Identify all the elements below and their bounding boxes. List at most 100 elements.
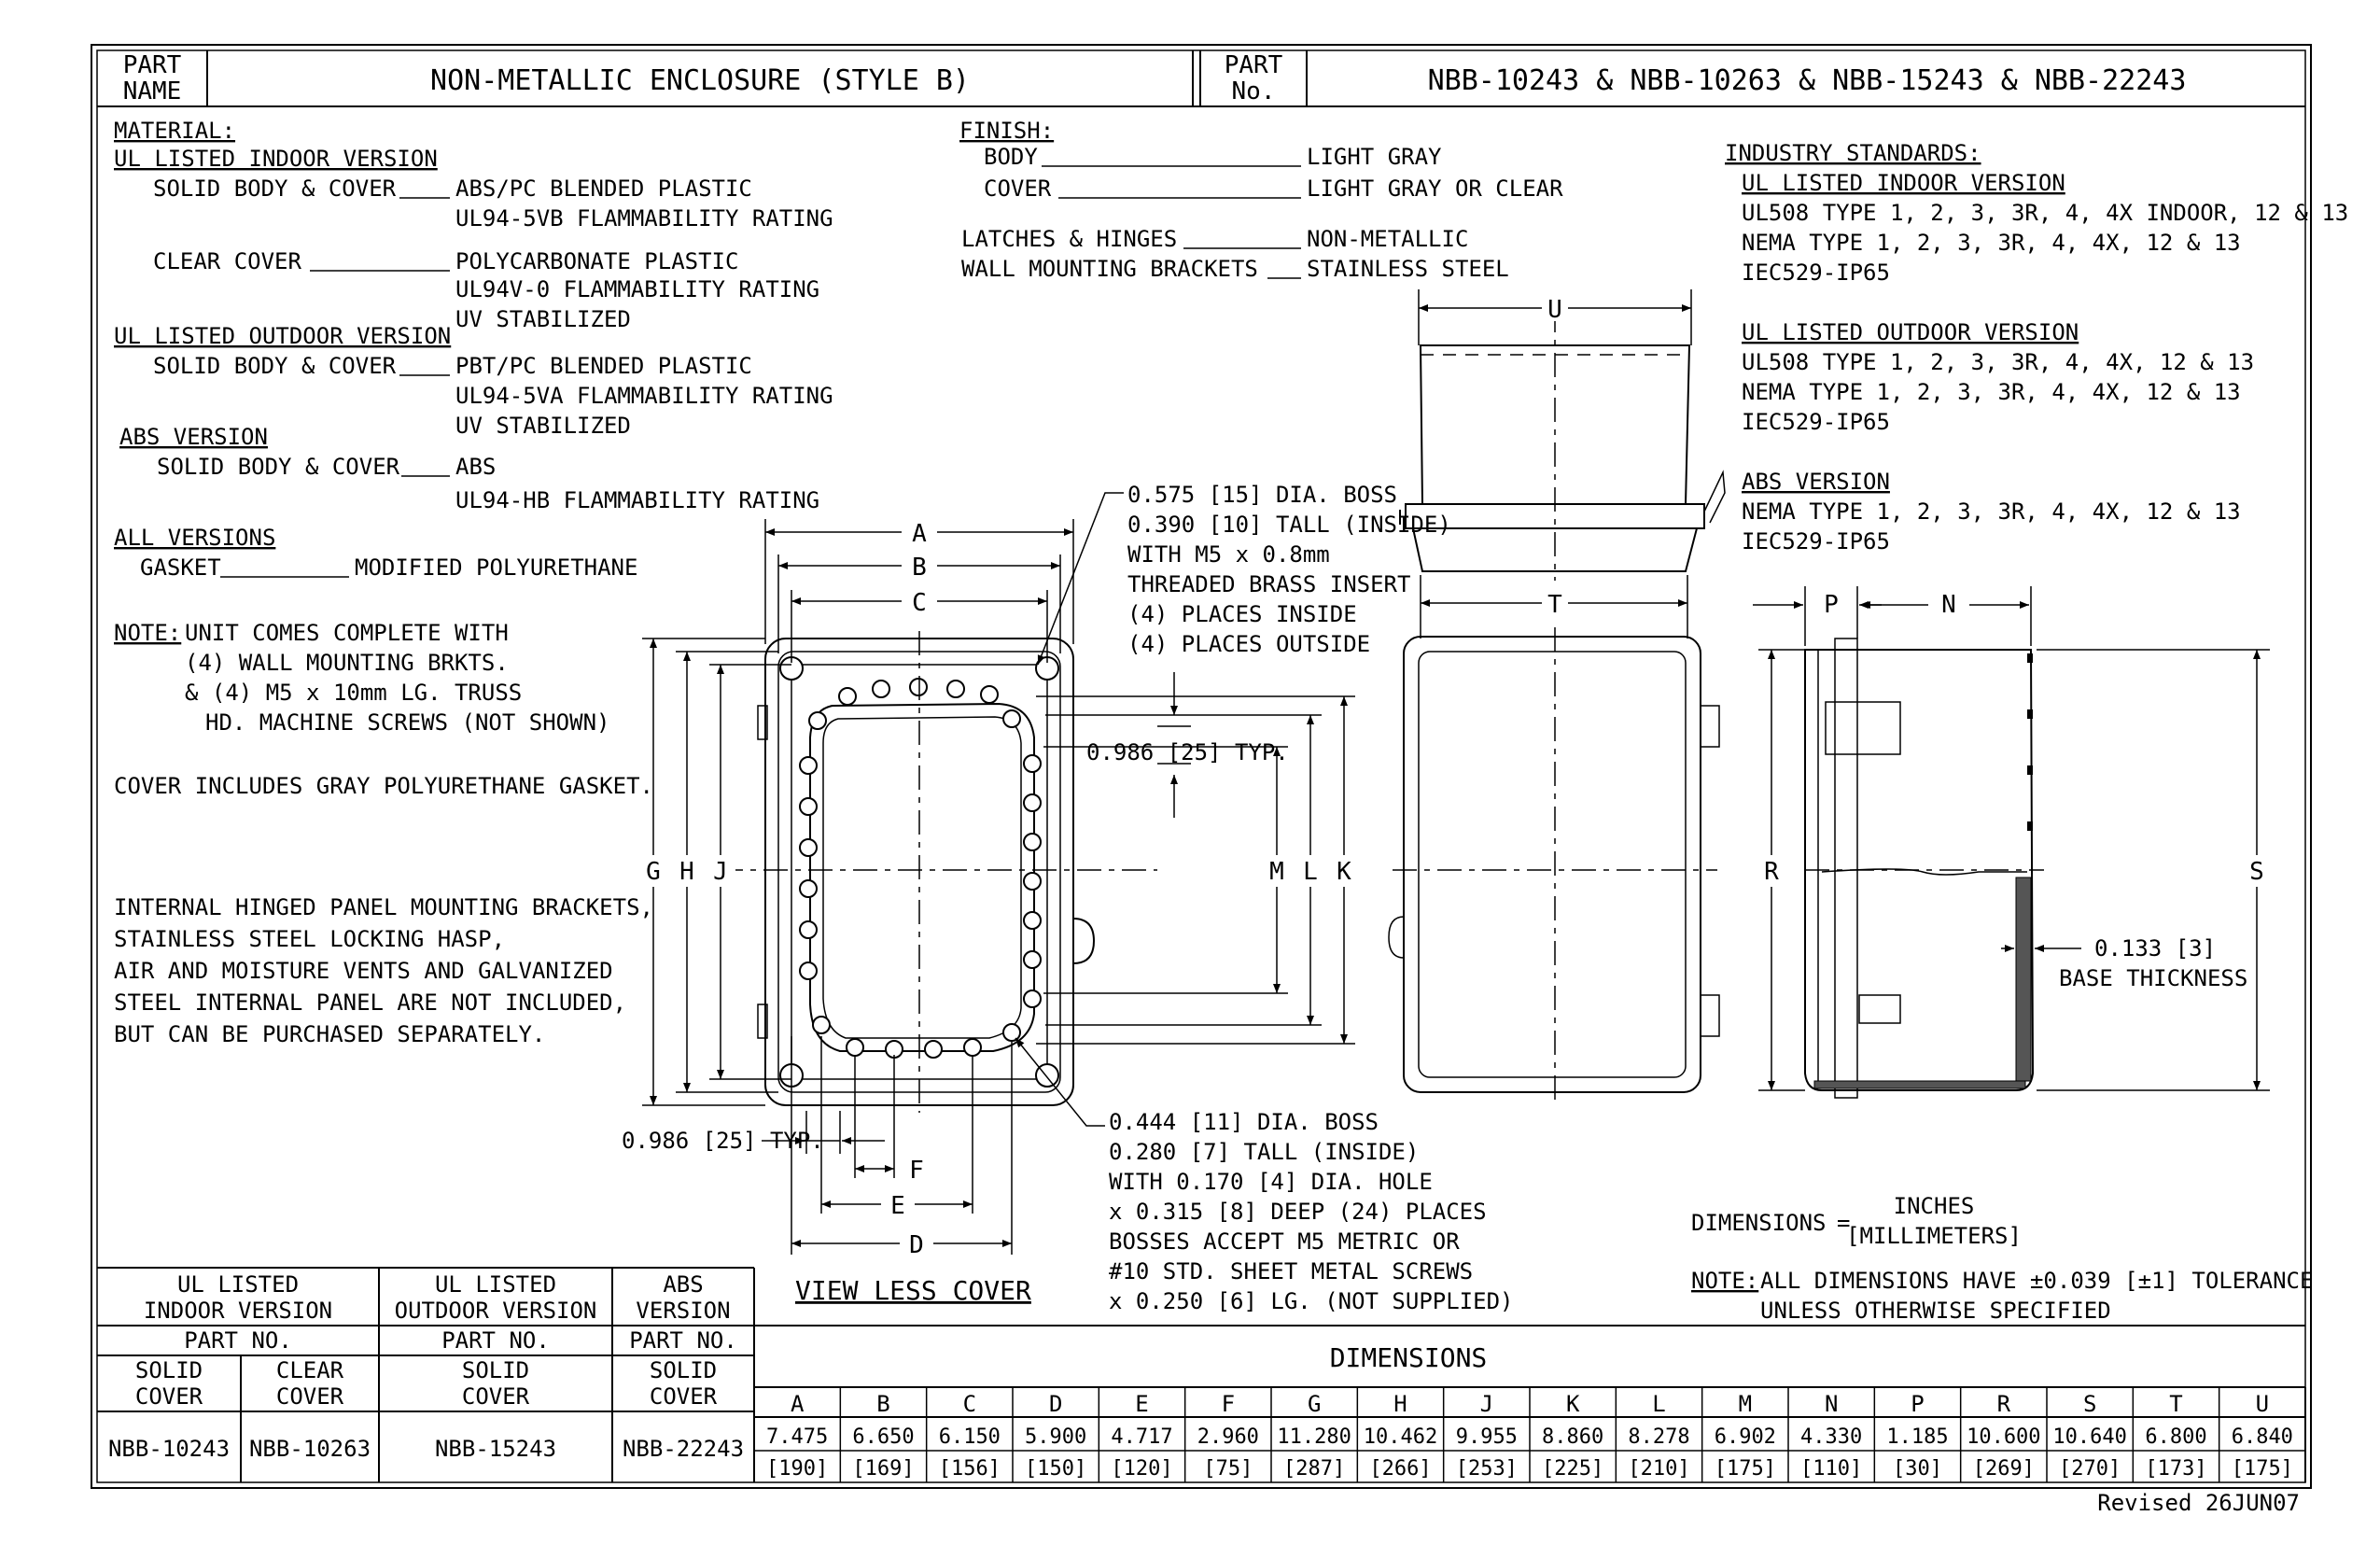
dimension-units-note: DIMENSIONS = INCHES [MILLIMETERS] NOTE: … bbox=[1691, 1193, 2313, 1324]
parts-indoor-head-1: UL LISTED bbox=[177, 1271, 299, 1298]
sheet-border bbox=[91, 44, 2312, 1489]
dim-label-t: T bbox=[1547, 591, 1562, 619]
parts-abs-head-1: ABS bbox=[663, 1271, 703, 1298]
material-outdoor-solid-uv: UV STABILIZED bbox=[455, 413, 631, 439]
parts-abs-solid-cover: COVER bbox=[650, 1383, 718, 1410]
internal-note-1: INTERNAL HINGED PANEL MOUNTING BRACKETS, bbox=[114, 894, 653, 920]
typ-callout-left: 0.986 [25] TYP. bbox=[622, 1128, 824, 1154]
note-label: NOTE: bbox=[114, 620, 181, 646]
finish-block: FINISH: BODY LIGHT GRAY COVER LIGHT GRAY… bbox=[959, 118, 1563, 282]
part-nbb-10243: NBB-10243 bbox=[108, 1436, 230, 1462]
part-numbers: NBB-10243 & NBB-10263 & NBB-15243 & NBB-… bbox=[1428, 64, 2187, 97]
finish-latches-label: LATCHES & HINGES bbox=[961, 226, 1177, 252]
dim-inch-a: 7.475 bbox=[766, 1425, 828, 1449]
standards-abs-2: IEC529-IP65 bbox=[1742, 528, 1890, 554]
dimensions-table: DIMENSIONS A7.475[190]B6.650[169]C6.150[… bbox=[753, 1325, 2306, 1482]
dim-mm-m: [175] bbox=[1715, 1457, 1776, 1481]
material-clear-cover-rating: UL94V-0 FLAMMABILITY RATING bbox=[455, 276, 819, 302]
finish-heading: FINISH: bbox=[959, 118, 1054, 144]
dim-label-a: A bbox=[912, 520, 927, 548]
dim-inch-d: 5.900 bbox=[1025, 1425, 1086, 1449]
dim-inch-g: 11.280 bbox=[1277, 1425, 1351, 1449]
note-line-2: (4) WALL MOUNTING BRKTS. bbox=[185, 650, 509, 676]
standards-abs-1: NEMA TYPE 1, 2, 3, 3R, 4, 4X, 12 & 13 bbox=[1742, 498, 2241, 525]
dim-inch-t: 6.800 bbox=[2145, 1425, 2206, 1449]
cover-outline bbox=[1403, 636, 1701, 1093]
parts-abs-solid-head: SOLID bbox=[650, 1357, 717, 1383]
front-view-less-cover: A B C G H J M L K bbox=[622, 482, 1513, 1314]
dim-label-u: U bbox=[1547, 296, 1562, 324]
finish-body-label: BODY bbox=[984, 144, 1038, 170]
parts-abs-head-2: VERSION bbox=[636, 1298, 730, 1324]
note-line-3: & (4) M5 x 10mm LG. TRUSS bbox=[185, 680, 522, 706]
material-abs-solid-rating: UL94-HB FLAMMABILITY RATING bbox=[455, 487, 819, 513]
finish-cover-value: LIGHT GRAY OR CLEAR bbox=[1307, 175, 1563, 202]
dim-mm-r: [269] bbox=[1973, 1457, 2035, 1481]
front-view-with-cover bbox=[1388, 627, 1720, 1102]
material-gasket-value: MODIFIED POLYURETHANE bbox=[355, 554, 637, 581]
material-clear-cover-uv: UV STABILIZED bbox=[455, 306, 631, 332]
dim-inch-h: 10.462 bbox=[1364, 1425, 1437, 1449]
boss-bottom-callout-5: BOSSES ACCEPT M5 METRIC OR bbox=[1109, 1228, 1460, 1255]
dim-inch-s: 10.640 bbox=[2052, 1425, 2126, 1449]
dim-mm-g: [287] bbox=[1283, 1457, 1345, 1481]
dim-col-head-r: R bbox=[1997, 1391, 2011, 1417]
internal-note-4: STEEL INTERNAL PANEL ARE NOT INCLUDED, bbox=[114, 990, 626, 1016]
dim-label-f: F bbox=[909, 1157, 924, 1185]
side-section-view: P N R S 0.133 [3] BASE THICKNESS bbox=[1753, 586, 2272, 1099]
part-nbb-15243: NBB-15243 bbox=[435, 1436, 556, 1462]
parts-abs-part-no: PART NO. bbox=[629, 1327, 737, 1354]
parts-indoor-head-2: INDOOR VERSION bbox=[144, 1298, 332, 1324]
dim-label-n: N bbox=[1941, 591, 1956, 619]
material-abs-solid-label: SOLID BODY & COVER bbox=[157, 454, 400, 480]
standards-indoor-1: UL508 TYPE 1, 2, 3, 3R, 4, 4X INDOOR, 12… bbox=[1742, 200, 2348, 226]
dim-col-head-p: P bbox=[1911, 1391, 1924, 1417]
dim-col-head-n: N bbox=[1825, 1391, 1838, 1417]
material-gasket-label: GASKET bbox=[140, 554, 221, 581]
dimensions-inches: INCHES bbox=[1894, 1193, 1975, 1219]
material-outdoor-solid-label: SOLID BODY & COVER bbox=[153, 353, 397, 379]
boss-bottom-callout-2: 0.280 [7] TALL (INSIDE) bbox=[1109, 1139, 1419, 1165]
standards-heading: INDUSTRY STANDARDS: bbox=[1725, 140, 1981, 166]
dim-label-s: S bbox=[2249, 858, 2264, 886]
material-notes: MATERIAL: UL LISTED INDOOR VERSION SOLID… bbox=[114, 118, 833, 581]
dim-mm-e: [120] bbox=[1111, 1457, 1172, 1481]
boss-top-callout-3: WITH M5 x 0.8mm bbox=[1127, 541, 1330, 568]
dim-inch-j: 9.955 bbox=[1456, 1425, 1518, 1449]
dim-mm-u: [175] bbox=[2232, 1457, 2293, 1481]
parts-indoor-clear-cover: COVER bbox=[276, 1383, 344, 1410]
parts-indoor-solid-head: SOLID bbox=[135, 1357, 203, 1383]
dim-inch-c: 6.150 bbox=[939, 1425, 1001, 1449]
tolerance-note-label: NOTE: bbox=[1691, 1268, 1758, 1294]
material-abs-heading: ABS VERSION bbox=[119, 424, 268, 450]
parts-outdoor-head-2: OUTDOOR VERSION bbox=[395, 1298, 597, 1324]
boss-bottom-callout-4: x 0.315 [8] DEEP (24) PLACES bbox=[1109, 1199, 1487, 1225]
cover-latch bbox=[1388, 916, 1405, 959]
material-outdoor-heading: UL LISTED OUTDOOR VERSION bbox=[114, 323, 451, 349]
dim-col-head-c: C bbox=[963, 1391, 976, 1417]
side-hinge-strip bbox=[1834, 638, 1858, 1099]
dimensions-millimeters: [MILLIMETERS] bbox=[1846, 1223, 2022, 1249]
parts-indoor-part-no: PART NO. bbox=[184, 1327, 292, 1354]
dim-mm-j: [253] bbox=[1456, 1457, 1518, 1481]
dim-col-head-d: D bbox=[1049, 1391, 1062, 1417]
dim-label-e: E bbox=[890, 1192, 905, 1220]
parts-outdoor-head-1: UL LISTED bbox=[435, 1271, 556, 1298]
dim-label-b: B bbox=[912, 554, 927, 582]
dimensions-equals: = bbox=[1837, 1210, 1850, 1236]
boss-bottom-callout-1: 0.444 [11] DIA. BOSS bbox=[1109, 1109, 1379, 1135]
finish-brackets-label: WALL MOUNTING BRACKETS bbox=[961, 256, 1258, 282]
dim-col-head-s: S bbox=[2083, 1391, 2096, 1417]
internal-note-2: STAINLESS STEEL LOCKING HASP, bbox=[114, 926, 505, 952]
dim-col-head-b: B bbox=[876, 1391, 889, 1417]
part-nbb-10263: NBB-10263 bbox=[249, 1436, 371, 1462]
dim-label-m: M bbox=[1269, 858, 1284, 886]
standards-indoor-3: IEC529-IP65 bbox=[1742, 260, 1890, 286]
boss-top-callout-5: (4) PLACES INSIDE bbox=[1127, 601, 1357, 627]
dim-label-g: G bbox=[646, 858, 661, 886]
dim-col-head-j: J bbox=[1480, 1391, 1493, 1417]
dim-mm-c: [156] bbox=[939, 1457, 1001, 1481]
boss-top-callout-6: (4) PLACES OUTSIDE bbox=[1127, 631, 1370, 657]
industry-standards: INDUSTRY STANDARDS: UL LISTED INDOOR VER… bbox=[1725, 140, 2348, 554]
